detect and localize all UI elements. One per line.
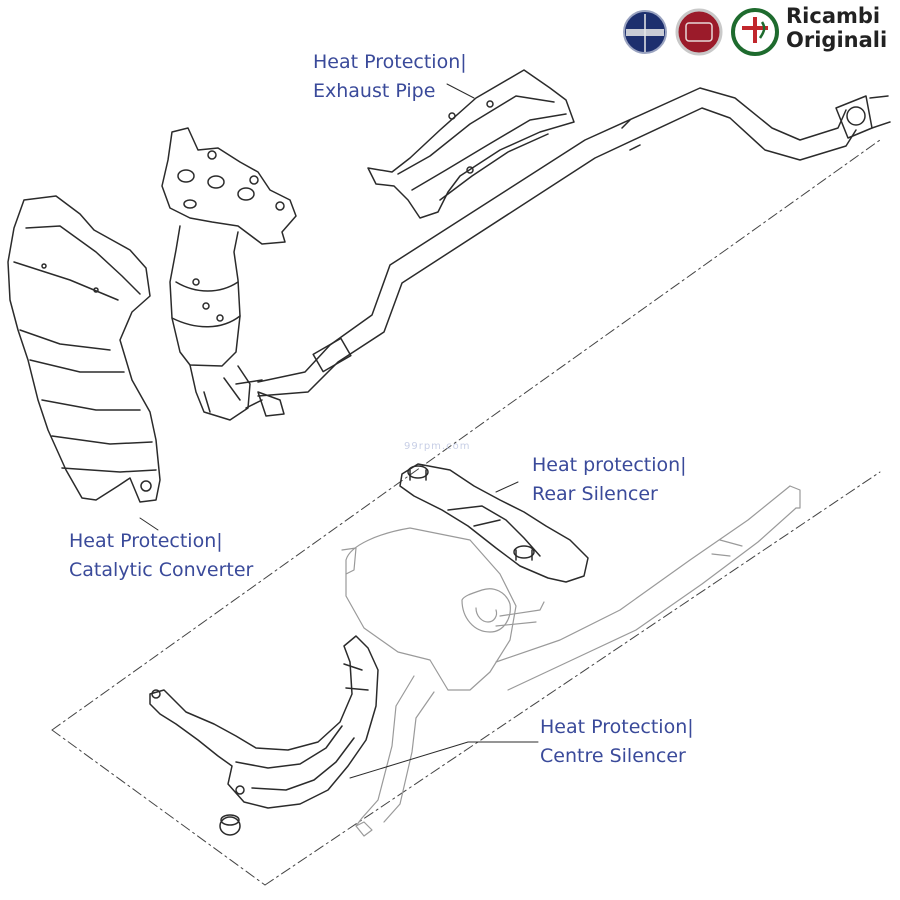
label-rear-silencer: Heat protection| Rear Silencer (532, 451, 687, 509)
label-centre-silencer-line2: Centre Silencer (540, 745, 686, 767)
label-rear-silencer-line1: Heat protection| (532, 454, 687, 476)
alfa-romeo-logo (730, 8, 780, 60)
faint-silencer-assembly (341, 485, 801, 837)
lancia-logo (622, 8, 668, 60)
label-catalytic-converter: Heat Protection| Catalytic Converter (69, 527, 253, 585)
label-catalytic-converter-line1: Heat Protection| (69, 530, 223, 552)
manifold-and-catalytic-converter (161, 127, 297, 421)
label-centre-silencer-line1: Heat Protection| (540, 716, 694, 738)
exhaust-pipe (257, 87, 891, 397)
label-exhaust-pipe-line2: Exhaust Pipe (313, 80, 436, 102)
leader-lines (139, 83, 539, 779)
label-centre-silencer: Heat Protection| Centre Silencer (540, 713, 694, 771)
exhaust-pipe-heat-shield (367, 69, 575, 219)
centre-silencer-heat-shield (149, 635, 379, 836)
brand-title-line2: Originali (786, 28, 888, 52)
brand-title-line1: Ricambi (786, 4, 881, 28)
brand-title: Ricambi Originali (786, 4, 887, 52)
catalytic-converter-heat-shield (7, 195, 161, 503)
watermark: 99rpm.com (404, 441, 471, 452)
label-exhaust-pipe: Heat Protection| Exhaust Pipe (313, 48, 467, 106)
label-exhaust-pipe-line1: Heat Protection| (313, 51, 467, 73)
label-rear-silencer-line2: Rear Silencer (532, 483, 658, 505)
rear-silencer-heat-shield (399, 463, 589, 583)
label-catalytic-converter-line2: Catalytic Converter (69, 559, 254, 581)
assembly-frame (51, 139, 881, 886)
fiat-logo (674, 8, 724, 60)
